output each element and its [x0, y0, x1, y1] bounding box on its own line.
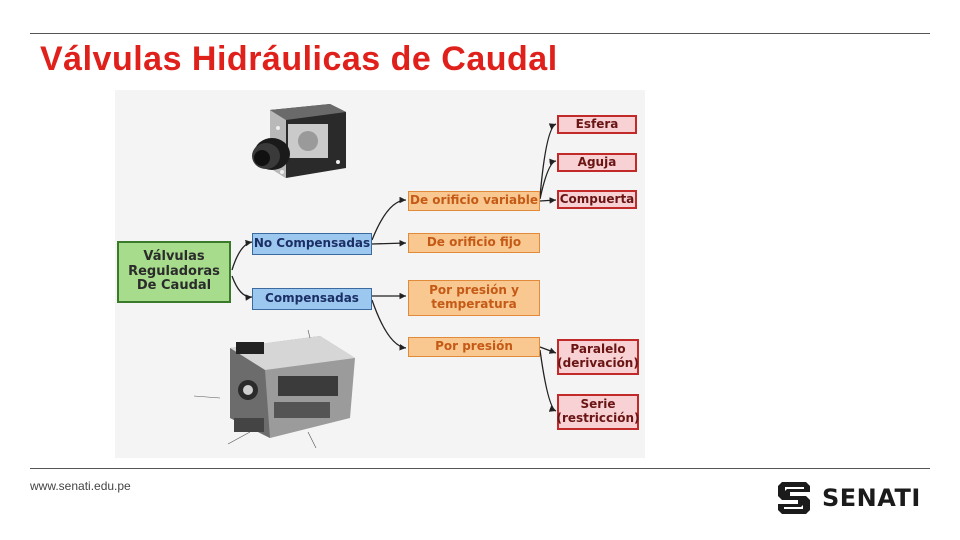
flow-valve-photo — [242, 98, 354, 190]
bottom-rule — [30, 468, 930, 469]
node-orificio-variable: De orificio variable — [408, 191, 540, 211]
node-esfera: Esfera — [557, 115, 637, 134]
compensated-valve-drawing — [190, 328, 370, 456]
node-compuerta: Compuerta — [557, 190, 637, 209]
node-por-presion: Por presión — [408, 337, 540, 357]
node-orificio-fijo: De orificio fijo — [408, 233, 540, 253]
senati-logo-text: SENATI — [822, 484, 921, 512]
top-rule — [30, 33, 930, 34]
slide-title: Válvulas Hidráulicas de Caudal — [40, 40, 558, 78]
node-compensadas: Compensadas — [252, 288, 372, 310]
node-presion-temperatura: Por presión y temperatura — [408, 280, 540, 316]
node-aguja: Aguja — [557, 153, 637, 172]
node-paralelo: Paralelo (derivación) — [557, 339, 639, 375]
footer-url: www.senati.edu.pe — [30, 479, 131, 493]
node-valvulas-reguladoras: Válvulas Reguladoras De Caudal — [117, 241, 231, 303]
senati-logo: SENATI — [774, 478, 921, 518]
senati-logo-icon — [778, 482, 810, 514]
node-serie: Serie (restricción) — [556, 394, 640, 430]
node-no-compensadas: No Compensadas — [252, 233, 372, 255]
